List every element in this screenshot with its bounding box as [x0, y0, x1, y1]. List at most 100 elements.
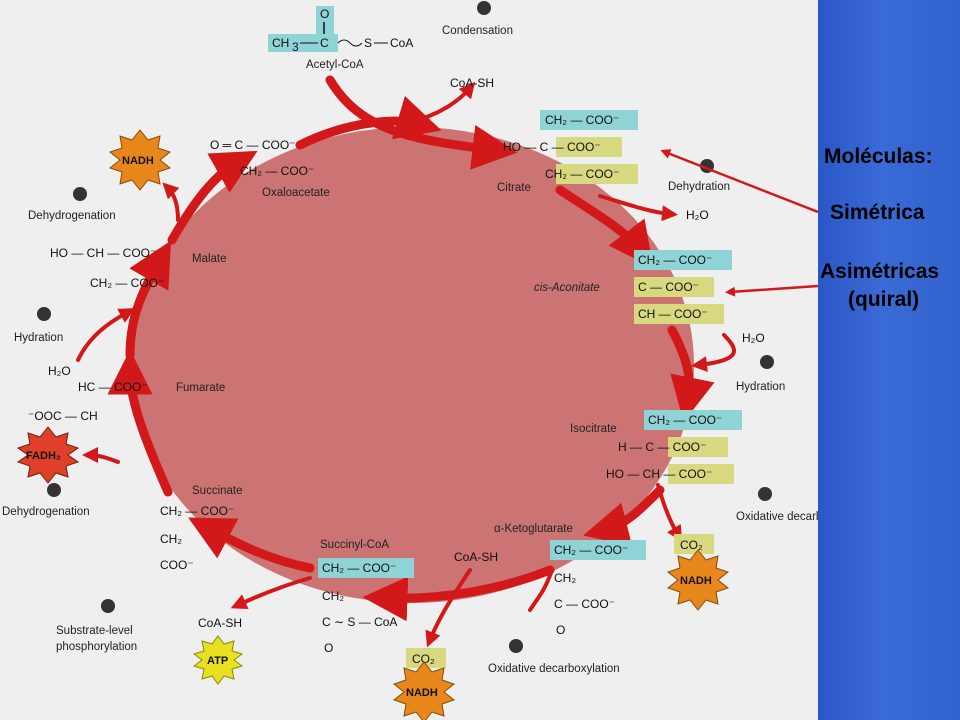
svg-text:CH₂ — COO⁻: CH₂ — COO⁻	[160, 504, 234, 518]
step-dehydration: Dehydration	[668, 181, 730, 193]
svg-text:CH₂ — COO⁻: CH₂ — COO⁻	[554, 543, 628, 557]
step-phosphorylation: phosphorylation	[56, 641, 137, 653]
step-badge-2b	[760, 355, 774, 369]
svg-text:⁻OOC — CH: ⁻OOC — CH	[28, 409, 98, 423]
label-fumarate: Fumarate	[176, 382, 225, 394]
step-substrate-level: Substrate-level	[56, 625, 133, 637]
svg-text:NADH: NADH	[122, 155, 154, 167]
svg-text:COO⁻: COO⁻	[160, 558, 194, 572]
step-badge-3	[758, 487, 772, 501]
step-hydration-7: Hydration	[14, 332, 63, 344]
svg-text:O: O	[324, 641, 333, 655]
cofactor-co2-3: CO₂	[680, 538, 703, 552]
arrow-hydration-7	[125, 240, 172, 360]
compound-cis-aconitate: CH₂ — COO⁻ C — COO⁻ CH — COO⁻ cis-Aconit…	[534, 250, 732, 324]
label-malate: Malate	[192, 253, 227, 265]
step-condensation: Condensation	[442, 25, 513, 37]
arrow-dehydrogenation-6	[107, 349, 173, 497]
svg-text:C — COO⁻: C — COO⁻	[554, 597, 615, 611]
cofactor-coash-1: CoA-SH	[450, 76, 494, 90]
branch-co2-3	[656, 483, 683, 542]
arrow-substrate-phos	[188, 517, 315, 573]
nadh-star-3: NADH	[666, 549, 730, 611]
svg-text:CH₂: CH₂	[554, 571, 576, 585]
sidebar-chiral: (quiral)	[848, 288, 919, 311]
svg-text:HC — COO⁻: HC — COO⁻	[78, 380, 148, 394]
svg-text:CH₂ — COO⁻: CH₂ — COO⁻	[90, 276, 164, 290]
compound-succinate: Succinate CH₂ — COO⁻ CH₂ COO⁻	[160, 485, 243, 572]
branch-arrows	[76, 81, 736, 648]
pointer-asymmetric	[725, 284, 818, 297]
branch-co2-4	[425, 568, 472, 648]
step-labels: Condensation Dehydration Hydration Oxida…	[2, 1, 818, 675]
arrow-ox-decarb-3	[583, 485, 665, 547]
arrow-ox-decarb-4	[362, 565, 555, 622]
svg-text:O: O	[320, 7, 329, 21]
cofactor-h2o-in: H₂O	[742, 331, 765, 345]
svg-text:3: 3	[292, 40, 299, 54]
sidebar-symmetric: Simétrica	[830, 201, 925, 224]
step-dehydrogenation-8: Dehydrogenation	[28, 210, 116, 222]
step-badge-4	[509, 639, 523, 653]
step-dehydrogenation-6: Dehydrogenation	[2, 506, 90, 518]
branch-from-akg	[528, 568, 554, 612]
svg-text:HO — CH — COO⁻: HO — CH — COO⁻	[606, 467, 712, 481]
pointer-arrows	[660, 149, 818, 297]
svg-text:HO — CH — COO⁻: HO — CH — COO⁻	[50, 246, 156, 260]
compound-isocitrate: CH₂ — COO⁻ H — C — COO⁻ HO — CH — COO⁻ I…	[570, 410, 742, 484]
step-hydration: Hydration	[736, 381, 785, 393]
sidebar-panel: Moléculas: Simétrica Asimétricas (quiral…	[818, 0, 960, 720]
cycle-arrows	[107, 75, 715, 622]
arrow-dehydration	[555, 185, 654, 268]
nadh-star-8: NADH	[108, 129, 172, 191]
compound-a-ketoglutarate: CH₂ — COO⁻ CH₂ C — COO⁻ O α-Ketoglutarat…	[494, 523, 646, 637]
label-oxaloacetate: Oxaloacetate	[262, 187, 330, 199]
sidebar-text: Moléculas: Simétrica Asimétricas (quiral…	[820, 145, 939, 311]
svg-text:ATP: ATP	[207, 655, 228, 667]
branch-h2o-in	[691, 333, 736, 373]
sidebar-title: Moléculas:	[824, 145, 933, 168]
fadh2-star: FADH₂	[16, 426, 80, 484]
cofactor-stars: NADH FADH₂ NADH NADH ATP	[16, 129, 730, 720]
label-a-ketoglutarate: α-Ketoglutarate	[494, 523, 573, 535]
branch-h2o-out	[598, 194, 678, 222]
label-acetyl-coa: Acetyl-CoA	[306, 59, 364, 71]
svg-text:NADH: NADH	[680, 575, 712, 587]
pointer-symmetric	[660, 149, 818, 214]
cycle-disc	[130, 127, 694, 603]
branch-h2o-7	[76, 308, 135, 362]
svg-text:CH₂: CH₂	[322, 589, 344, 603]
compound-fumarate: HC — COO⁻ ⁻OOC — CH Fumarate	[28, 380, 225, 423]
svg-text:CH₂: CH₂	[160, 532, 182, 546]
compound-malate: HO — CH — COO⁻ CH₂ — COO⁻ Malate	[50, 246, 227, 290]
arrow-hydration	[667, 325, 715, 423]
step-ox-decarb-3: Oxidative decarboxylation	[736, 511, 818, 523]
svg-text:C ∼ S — CoA: C ∼ S — CoA	[322, 615, 397, 629]
branch-coash-1	[408, 81, 476, 124]
step-badge-7	[37, 307, 51, 321]
svg-text:FADH₂: FADH₂	[26, 450, 61, 462]
branch-fadh2	[82, 447, 120, 464]
svg-text:CH: CH	[272, 36, 289, 50]
svg-text:S: S	[364, 36, 372, 50]
svg-text:CH₂ — COO⁻: CH₂ — COO⁻	[240, 164, 314, 178]
svg-text:CoA: CoA	[390, 36, 413, 50]
step-badge-5	[101, 599, 115, 613]
svg-text:NADH: NADH	[406, 687, 438, 699]
cofactor-labels: CoA-SH H₂O H₂O CoA-SH CoA-SH H₂O CO₂ CO₂	[48, 76, 765, 668]
branch-nadh-8	[162, 182, 180, 222]
svg-text:C: C	[320, 36, 329, 50]
compound-oxaloacetate: O ═ C — COO⁻ CH₂ — COO⁻ Oxaloacetate	[210, 138, 330, 199]
svg-text:CH₂ — COO⁻: CH₂ — COO⁻	[638, 253, 712, 267]
label-cis-aconitate: cis-Aconitate	[534, 282, 600, 294]
svg-text:O: O	[556, 623, 565, 637]
cofactor-h2o-out: H₂O	[686, 208, 709, 222]
branch-coash-5	[230, 576, 312, 609]
svg-text:CH₂ — COO⁻: CH₂ — COO⁻	[648, 413, 722, 427]
cofactor-h2o-7: H₂O	[48, 364, 71, 378]
step-badge-6	[47, 483, 61, 497]
cofactor-co2-4: CO₂	[412, 652, 435, 666]
label-succinate: Succinate	[192, 485, 243, 497]
